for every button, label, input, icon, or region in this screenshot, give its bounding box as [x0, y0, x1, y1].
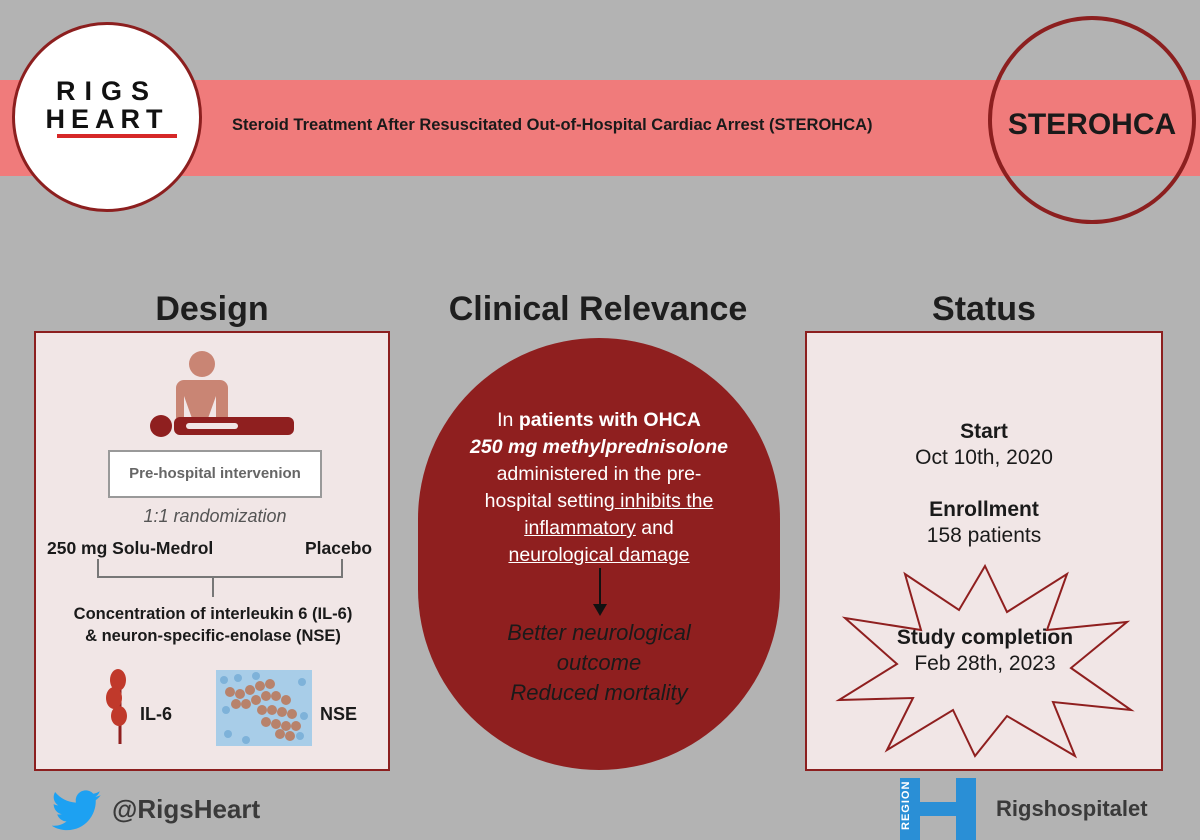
cr-outcome-3: Reduced mortality [510, 680, 688, 705]
cr-outcome-2: outcome [556, 650, 642, 675]
pre-hospital-intervention-box: Pre-hospital intervenion [108, 450, 322, 498]
logo-underline [57, 134, 177, 138]
cr-outcome-1: Better neurological [507, 620, 691, 645]
clinical-outcomes: Better neurological outcome Reduced mort… [432, 618, 766, 708]
cr-and: and [635, 517, 674, 539]
study-title: Steroid Treatment After Resuscitated Out… [232, 116, 873, 134]
nse-label: NSE [320, 704, 358, 724]
nse-cells-icon [216, 670, 312, 746]
start-label: Start [960, 420, 1008, 443]
clinical-relevance-oval [418, 338, 780, 770]
cr-population: patients with OHCA [518, 409, 701, 431]
cr-admin-2: hospital setting [484, 490, 615, 512]
arm-placebo: Placebo [305, 538, 373, 558]
arm-solu-medrol: 250 mg Solu-Medrol [47, 538, 214, 558]
acronym-label: STEROHCA [1007, 108, 1177, 141]
completion-burst-icon [835, 563, 1135, 759]
logo-text-rigs: RIGS [55, 76, 158, 106]
outcome-line-1: Concentration of interleukin 6 (IL-6) [73, 605, 353, 623]
il6-molecule-icon [106, 669, 127, 744]
randomization-label: 1:1 randomization [143, 506, 287, 526]
logo-text-heart: HEART [45, 104, 169, 134]
il6-label: IL-6 [140, 704, 173, 724]
twitter-handle[interactable]: @RigsHeart [112, 794, 261, 824]
cpr-icon [150, 351, 294, 437]
down-arrow-icon [593, 568, 607, 616]
completion-value: Feb 28th, 2023 [914, 652, 1056, 675]
clinical-relevance-heading: Clinical Relevance [448, 290, 748, 328]
cr-effect-3: neurological damage [508, 544, 690, 566]
rigsheart-logo [12, 22, 202, 212]
twitter-icon [52, 790, 102, 831]
enrollment-value: 158 patients [926, 524, 1042, 547]
completion-label: Study completion [896, 626, 1074, 649]
acronym-circle [988, 16, 1196, 224]
randomization-bracket [97, 559, 343, 597]
hospital-name: Rigshospitalet [996, 796, 1148, 821]
cr-effect-2: inflammatory [524, 517, 636, 539]
status-heading: Status [932, 290, 1036, 328]
design-heading: Design [155, 290, 269, 328]
outcome-line-2: & neuron-specific-enolase (NSE) [85, 627, 341, 645]
region-hovedstaden-logo [900, 778, 976, 840]
enrollment-label: Enrollment [929, 498, 1039, 521]
clinical-relevance-statement: In patients with OHCA 250 mg methylpredn… [432, 407, 766, 569]
region-text: REGION [900, 780, 912, 830]
start-value: Oct 10th, 2020 [915, 446, 1053, 469]
cr-admin-1: administered in the pre- [496, 463, 702, 485]
cr-in: In [497, 409, 519, 431]
cr-effect-1: inhibits the [614, 490, 714, 512]
outcome-measures: Concentration of interleukin 6 (IL-6) & … [38, 603, 388, 647]
cr-drug: 250 mg methylprednisolone [470, 436, 728, 458]
